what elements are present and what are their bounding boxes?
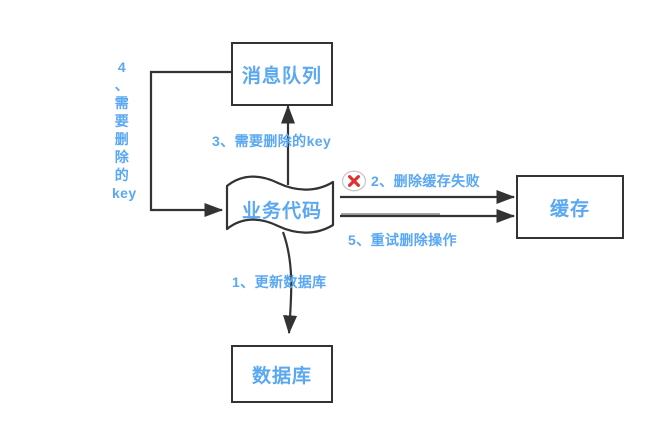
edge-label-1: 1、更新数据库 xyxy=(232,274,327,290)
edge-label-4-char: 的 xyxy=(114,167,130,183)
edge-label-4-char: 4 xyxy=(117,59,127,75)
error-x-circle-icon xyxy=(341,170,367,192)
node-service[interactable] xyxy=(227,175,335,239)
node-cache-label: 缓存 xyxy=(549,198,590,220)
edge-4-line xyxy=(149,70,231,218)
edge-label-4: 4 、需要删除的 key xyxy=(112,58,137,202)
edge-label-4-char: 需 xyxy=(114,95,130,111)
node-cache[interactable]: 缓存 xyxy=(516,175,624,239)
node-service-label: 业务代码 xyxy=(242,201,323,222)
edge-label-4-char: 、 xyxy=(114,77,130,93)
node-mq[interactable]: 消息队列 xyxy=(231,42,333,106)
edge-label-4-char: 删 xyxy=(114,131,130,147)
service-node-shape xyxy=(225,175,335,234)
node-mq-label: 消息队列 xyxy=(241,65,322,87)
edge-label-4-char: key xyxy=(112,185,137,201)
edge-label-5: 5、重试删除操作 xyxy=(348,232,457,248)
edge-label-2: 2、删除缓存失败 xyxy=(371,173,480,189)
node-database[interactable]: 数据库 xyxy=(231,345,333,403)
node-database-label: 数据库 xyxy=(251,365,312,387)
edge-label-4-char: 要 xyxy=(114,113,130,129)
edge-5-line xyxy=(340,208,516,224)
edge-label-3: 3、需要删除的key xyxy=(212,133,332,149)
edge-1-line xyxy=(281,231,298,335)
edge-label-4-char: 除 xyxy=(114,149,130,165)
